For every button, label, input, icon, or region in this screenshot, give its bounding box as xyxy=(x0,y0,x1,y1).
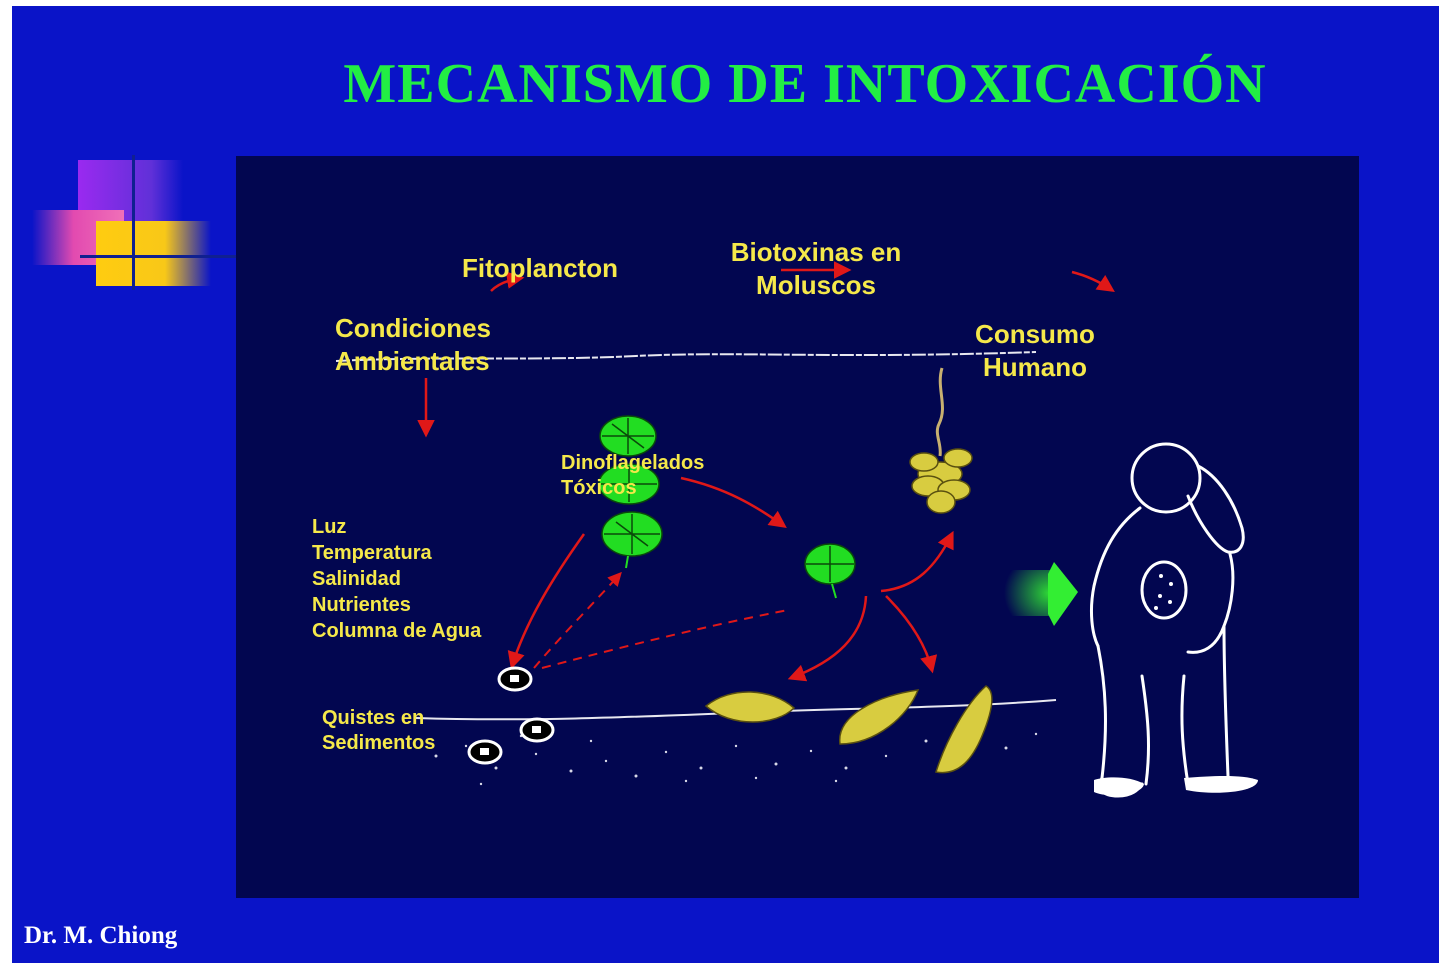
label-condiciones-line2: Ambientales xyxy=(335,345,490,376)
intoxication-diagram xyxy=(335,261,1258,798)
label-condiciones-line1: Condiciones xyxy=(335,313,492,343)
dashed-arrows xyxy=(533,571,789,669)
human-shoes xyxy=(1094,776,1258,796)
label-dinoflagelados: Dinoflagelados Tóxicos xyxy=(561,451,704,501)
dashed-arrow-cyst-to-dino xyxy=(533,571,622,669)
label-consumo-line1: Consumo xyxy=(975,319,1095,349)
label-dino-line1: Dinoflagelados xyxy=(561,452,705,474)
process-arrows xyxy=(417,261,1115,682)
label-quistes: Quistes en Sedimentos xyxy=(322,706,435,756)
arrow-dino-to-cyst xyxy=(507,533,586,670)
arrow-fito-to-biotox xyxy=(490,271,525,292)
label-dino-line2: Tóxicos xyxy=(561,477,637,499)
arrow-to-shellfish-left xyxy=(787,595,868,682)
factor-salinidad: Salinidad xyxy=(312,568,401,590)
arrow-to-shellfish-right xyxy=(885,595,938,674)
green-spray-arrow xyxy=(1004,562,1078,626)
arrow-dino-to-freeswim xyxy=(680,476,787,529)
dinoflagellate-single-icon xyxy=(804,543,856,599)
yellow-block xyxy=(96,221,211,286)
label-condiciones: Condiciones Ambientales xyxy=(335,312,491,377)
factor-list: Luz Temperatura Salinidad Nutrientes Col… xyxy=(312,514,481,644)
author-name: Dr. M. Chiong xyxy=(24,922,178,949)
decorative-blocks xyxy=(28,155,238,290)
factor-nutrientes: Nutrientes xyxy=(312,594,411,616)
label-biotoxinas-line1: Biotoxinas en xyxy=(730,237,902,267)
factor-luz: Luz xyxy=(312,516,347,538)
label-quistes-line2: Sedimentos xyxy=(322,732,436,754)
diagram-panel: Fitoplancton Biotoxinas en Moluscos Cond… xyxy=(236,156,1359,898)
shellfish-icon xyxy=(704,685,993,774)
arrow-consumo-small xyxy=(1071,270,1115,292)
factor-temperatura: Temperatura xyxy=(312,542,432,564)
label-consumo: Consumo Humano xyxy=(960,318,1110,383)
sick-human-icon xyxy=(1089,442,1254,798)
factor-columna-agua: Columna de Agua xyxy=(312,620,482,642)
vertical-line xyxy=(132,155,135,290)
label-biotoxinas-line2: Moluscos xyxy=(756,269,876,300)
arrow-to-mussels xyxy=(880,530,954,593)
cyst-centers xyxy=(480,675,541,755)
water-surface-line xyxy=(335,351,1037,362)
mussel-cluster-icon xyxy=(909,367,973,514)
label-consumo-line2: Humano xyxy=(983,351,1087,382)
horizontal-line xyxy=(80,255,238,258)
slide-title: MECANISMO DE INTOXICACIÓN xyxy=(343,53,1267,115)
stomach-marks xyxy=(1154,574,1173,610)
dashed-line-cyst-to-right xyxy=(541,609,789,669)
label-quistes-line1: Quistes en xyxy=(322,707,425,729)
label-biotoxinas: Biotoxinas en Moluscos xyxy=(714,236,918,301)
sediment-speckles xyxy=(434,732,1038,786)
label-fitoplancton: Fitoplancton xyxy=(462,253,618,283)
dinoflagellate-icon xyxy=(598,415,663,569)
